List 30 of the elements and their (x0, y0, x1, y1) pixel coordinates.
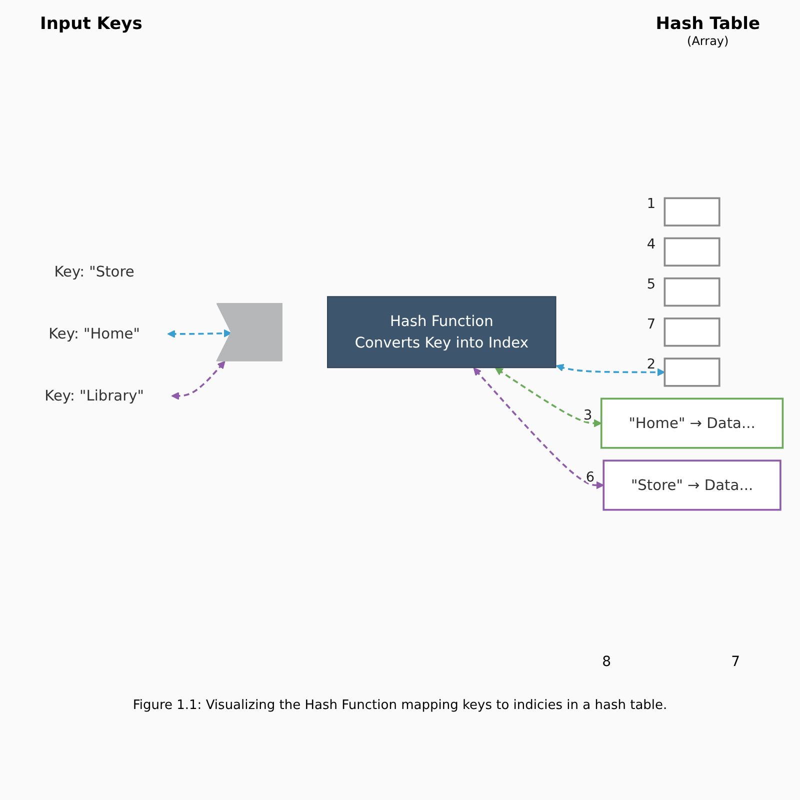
index-number: 2 (646, 356, 656, 373)
column-heading: Input Keys (40, 14, 142, 36)
dashed-arrow (167, 329, 232, 338)
column-subheading: (Array) (686, 34, 730, 48)
dashed-arrow (556, 364, 666, 376)
dashed-arrow (473, 368, 604, 490)
index-number: 5 (646, 276, 656, 292)
process-box: Hash Function Converts Key into Index (327, 296, 556, 368)
dashed-arrow (495, 368, 602, 428)
figure-caption: Figure 1.1: Visualizing the Hash Function mapping keys to indicies in a hash table. (132, 698, 668, 713)
table-slot (664, 358, 720, 387)
index-number: 7 (646, 316, 656, 332)
table-slot: "Store" → Data... (602, 460, 782, 511)
index-number: 1 (646, 196, 656, 212)
table-slot (664, 197, 720, 226)
dashed-arrow (171, 360, 226, 400)
table-slot: "Home" → Data... (600, 398, 784, 449)
index-number: 6 (586, 470, 595, 486)
key-label: Key: "Home" (48, 324, 140, 342)
table-slot (664, 318, 720, 347)
arrow-shape (216, 302, 282, 362)
row-count: 7 (731, 654, 740, 672)
table-slot (664, 237, 720, 267)
key-label: Key: "Store (54, 262, 134, 280)
index-number: 4 (646, 236, 656, 252)
index-number: 3 (584, 408, 592, 424)
table-slot (664, 277, 720, 307)
index-number: 8 (602, 654, 612, 672)
key-label: Key: "Library" (44, 386, 144, 404)
column-heading: Hash Table (656, 14, 760, 34)
